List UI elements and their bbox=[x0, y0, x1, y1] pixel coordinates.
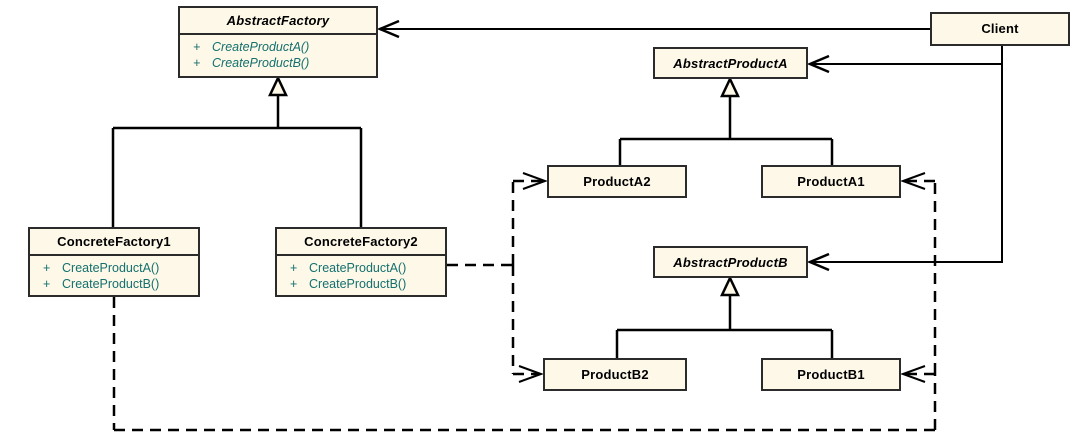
edge-concrete-factory-1-dependencies bbox=[112, 172, 937, 432]
class-operations-concrete-factory-1: + CreateProductA() + CreateProductB() bbox=[30, 256, 198, 297]
operation-row: + CreateProductB() bbox=[36, 276, 192, 292]
edge-client-to-abstract-product-b bbox=[806, 46, 1003, 272]
operation-visibility: + bbox=[290, 277, 298, 291]
class-box-product-a1[interactable]: ProductA1 bbox=[761, 165, 901, 198]
operation-visibility: + bbox=[43, 277, 51, 291]
class-compartment-divider bbox=[180, 33, 376, 35]
operation-signature: CreateProductA() bbox=[62, 261, 160, 275]
edge-product-a-generalization bbox=[618, 76, 834, 165]
class-box-product-b1[interactable]: ProductB1 bbox=[761, 358, 901, 391]
class-box-product-b2[interactable]: ProductB2 bbox=[543, 358, 687, 391]
class-box-product-a2[interactable]: ProductA2 bbox=[547, 165, 687, 198]
class-name-product-a2: ProductA2 bbox=[583, 174, 651, 189]
operation-signature: CreateProductB() bbox=[212, 56, 310, 70]
class-operations-abstract-factory: + CreateProductA() + CreateProductB() bbox=[180, 35, 376, 76]
edge-concrete-factory-generalization bbox=[111, 75, 363, 227]
class-box-concrete-factory-2[interactable]: ConcreteFactory2 + CreateProductA() + Cr… bbox=[275, 227, 447, 297]
operation-signature: CreateProductB() bbox=[309, 277, 407, 291]
operation-row: + CreateProductB() bbox=[283, 276, 439, 292]
class-compartment-divider bbox=[30, 254, 198, 256]
class-box-concrete-factory-1[interactable]: ConcreteFactory1 + CreateProductA() + Cr… bbox=[28, 227, 200, 297]
class-box-abstract-product-a[interactable]: AbstractProductA bbox=[653, 47, 808, 79]
class-name-product-b1: ProductB1 bbox=[797, 367, 865, 382]
edge-product-b-generalization bbox=[615, 275, 834, 358]
class-box-client[interactable]: Client bbox=[930, 12, 1070, 46]
operation-visibility: + bbox=[290, 261, 298, 275]
class-name-client: Client bbox=[981, 21, 1019, 36]
operation-row: + CreateProductA() bbox=[36, 260, 192, 276]
operation-visibility: + bbox=[43, 261, 51, 275]
edge-client-to-abstract-factory bbox=[376, 19, 930, 39]
class-box-abstract-product-b[interactable]: AbstractProductB bbox=[653, 246, 808, 278]
edge-concrete-factory-2-dependencies bbox=[447, 172, 548, 383]
class-compartment-divider bbox=[277, 254, 445, 256]
class-name-abstract-factory: AbstractFactory bbox=[226, 13, 330, 28]
class-name-concrete-factory-2: ConcreteFactory2 bbox=[304, 234, 418, 249]
class-name-concrete-factory-1: ConcreteFactory1 bbox=[57, 234, 171, 249]
operation-signature: CreateProductB() bbox=[62, 277, 160, 291]
operation-row: + CreateProductA() bbox=[186, 39, 370, 55]
operation-visibility: + bbox=[193, 40, 201, 54]
operation-row: + CreateProductB() bbox=[186, 55, 370, 71]
class-operations-concrete-factory-2: + CreateProductA() + CreateProductB() bbox=[277, 256, 445, 297]
operation-signature: CreateProductA() bbox=[212, 40, 310, 54]
operation-visibility: + bbox=[193, 56, 201, 70]
class-name-abstract-product-a: AbstractProductA bbox=[673, 56, 788, 71]
class-box-abstract-factory[interactable]: AbstractFactory + CreateProductA() + Cre… bbox=[178, 6, 378, 78]
class-name-abstract-product-b: AbstractProductB bbox=[673, 255, 788, 270]
operation-signature: CreateProductA() bbox=[309, 261, 407, 275]
edge-client-to-abstract-product-a bbox=[806, 46, 1003, 74]
operation-row: + CreateProductA() bbox=[283, 260, 439, 276]
class-name-product-b2: ProductB2 bbox=[581, 367, 649, 382]
class-name-product-a1: ProductA1 bbox=[797, 174, 865, 189]
